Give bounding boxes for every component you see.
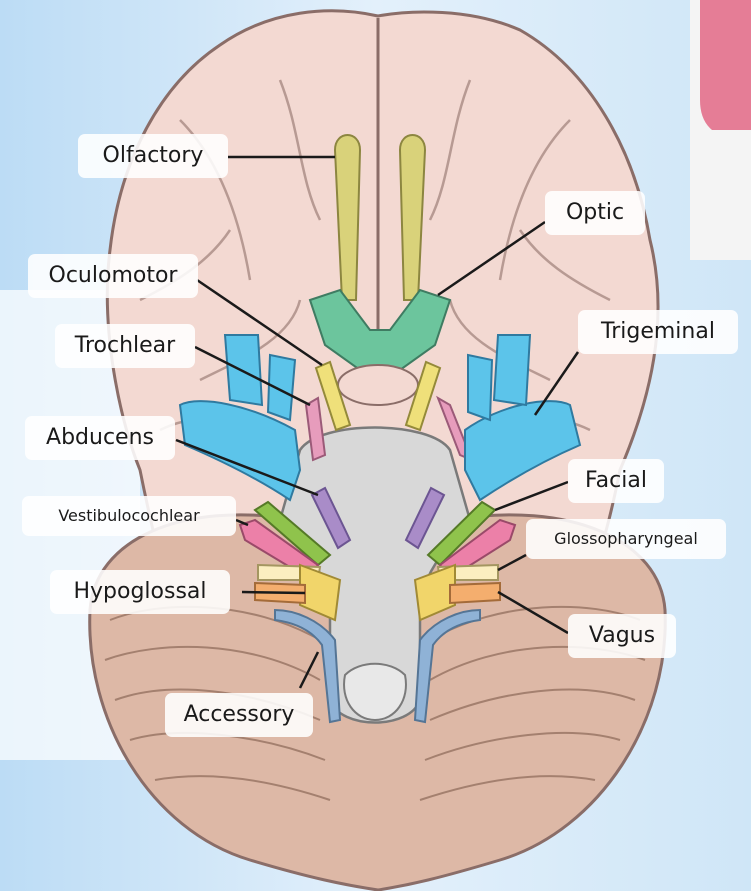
label-facial: Facial xyxy=(568,459,664,503)
label-trigeminal: Trigeminal xyxy=(578,310,738,354)
label-oculomotor: Oculomotor xyxy=(28,254,198,298)
label-abducens: Abducens xyxy=(25,416,175,460)
label-trochlear: Trochlear xyxy=(55,324,195,368)
label-vagus: Vagus xyxy=(568,614,676,658)
label-hypoglossal: Hypoglossal xyxy=(50,570,230,614)
label-vestibulocochlear: Vestibulocochlear xyxy=(22,496,236,536)
label-glossopharyngeal: Glossopharyngeal xyxy=(526,519,726,559)
label-accessory: Accessory xyxy=(165,693,313,737)
label-olfactory: Olfactory xyxy=(78,134,228,178)
leader-hypoglossal xyxy=(242,592,305,593)
label-optic: Optic xyxy=(545,191,645,235)
